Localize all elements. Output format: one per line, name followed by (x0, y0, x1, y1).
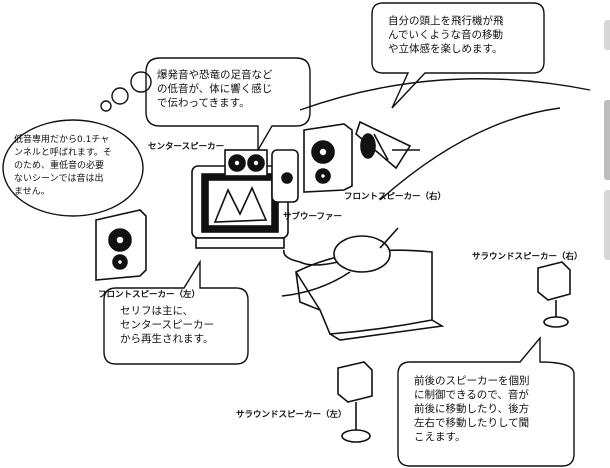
subwoofer-icon (271, 149, 299, 203)
bass-callout-bubble (145, 57, 311, 153)
airplane-swoosh-2 (379, 107, 561, 201)
dialogue-callout-text: セリフは主に、 センタースピーカー から再生されます。 (120, 305, 214, 345)
surround-right-speaker-icon (537, 261, 571, 328)
front-left-speaker-label: フロントスピーカー（左） (98, 290, 201, 300)
surround-left-speaker-label: サラウンドスピーカー（左） (236, 410, 347, 420)
airplane-swoosh (299, 78, 591, 111)
bass-callout-text: 爆発音や恐竜の足音など の低音が、体に響く感じ で伝わってきます。 (157, 69, 273, 109)
tv-set-icon (191, 165, 289, 249)
page-edge-tab-bottom (604, 190, 610, 260)
airplane-icon (355, 120, 420, 170)
surround-callout-text: 前後のスピーカーを個別 に制御できるので、音が 前後に移動したり、後方 左右で移… (414, 375, 530, 443)
thought-bubble-medium (111, 87, 129, 105)
surround-left-speaker-icon (337, 361, 373, 443)
thought-bubble-large (130, 71, 152, 93)
surround-callout-bubble (397, 336, 575, 467)
airplane-callout-text: 自分の頭上を飛行機が飛 んでいくような音の移動 や立体感を楽しめます。 (388, 15, 504, 55)
subwoofer-label: サブウーファー (283, 212, 342, 222)
airplane-callout-bubble (371, 2, 545, 109)
viewer-on-couch-icon (281, 227, 445, 341)
page-edge-tab-top (604, 20, 610, 50)
page-edge-tab-middle (604, 100, 610, 180)
dialogue-callout-bubble (103, 259, 249, 365)
subwoofer-callout-ellipse (2, 119, 144, 217)
center-speaker-icon (224, 149, 268, 177)
subwoofer-channel-callout-text: 低音専用だから0.1チャ ンネルと呼ばれます。そ のため、重低音の必要 ないシー… (14, 135, 112, 197)
front-right-speaker-icon (303, 123, 353, 193)
front-right-speaker-label: フロントスピーカー（右） (344, 192, 447, 202)
thought-bubble-small (100, 100, 112, 112)
front-left-speaker-icon (95, 209, 147, 281)
surround-right-speaker-label: サラウンドスピーカー（右） (472, 252, 583, 262)
center-speaker-label: センタースピーカー (148, 142, 225, 152)
